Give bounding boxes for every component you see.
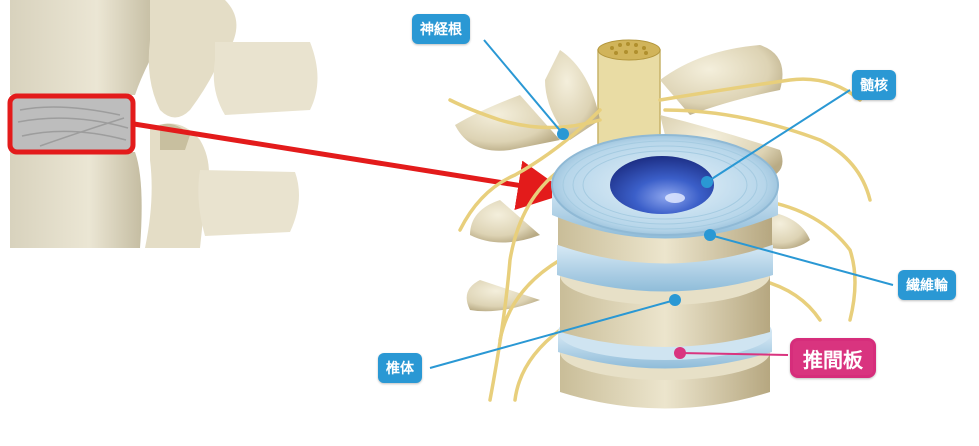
marker-disc <box>674 347 686 359</box>
label-annulus: 繊維輪 <box>898 270 956 300</box>
label-disc: 推間板 <box>790 338 876 378</box>
top-disc <box>552 135 778 239</box>
side-view-spine <box>10 0 318 248</box>
lower-vertebra <box>10 152 142 248</box>
marker-nerve-root <box>557 128 569 140</box>
marker-vertebral-body <box>669 294 681 306</box>
marker-nucleus <box>701 176 713 188</box>
label-nerve-root: 神経根 <box>412 14 470 44</box>
upper-vertebra <box>10 0 155 95</box>
label-vertebral-body: 椎体 <box>378 353 422 383</box>
label-nucleus: 髄核 <box>852 70 896 100</box>
marker-annulus <box>704 229 716 241</box>
nucleus-pulposus <box>610 156 714 214</box>
lower-spinous-process <box>198 170 299 236</box>
side-disc <box>10 98 134 150</box>
upper-spinous-process <box>214 42 318 115</box>
